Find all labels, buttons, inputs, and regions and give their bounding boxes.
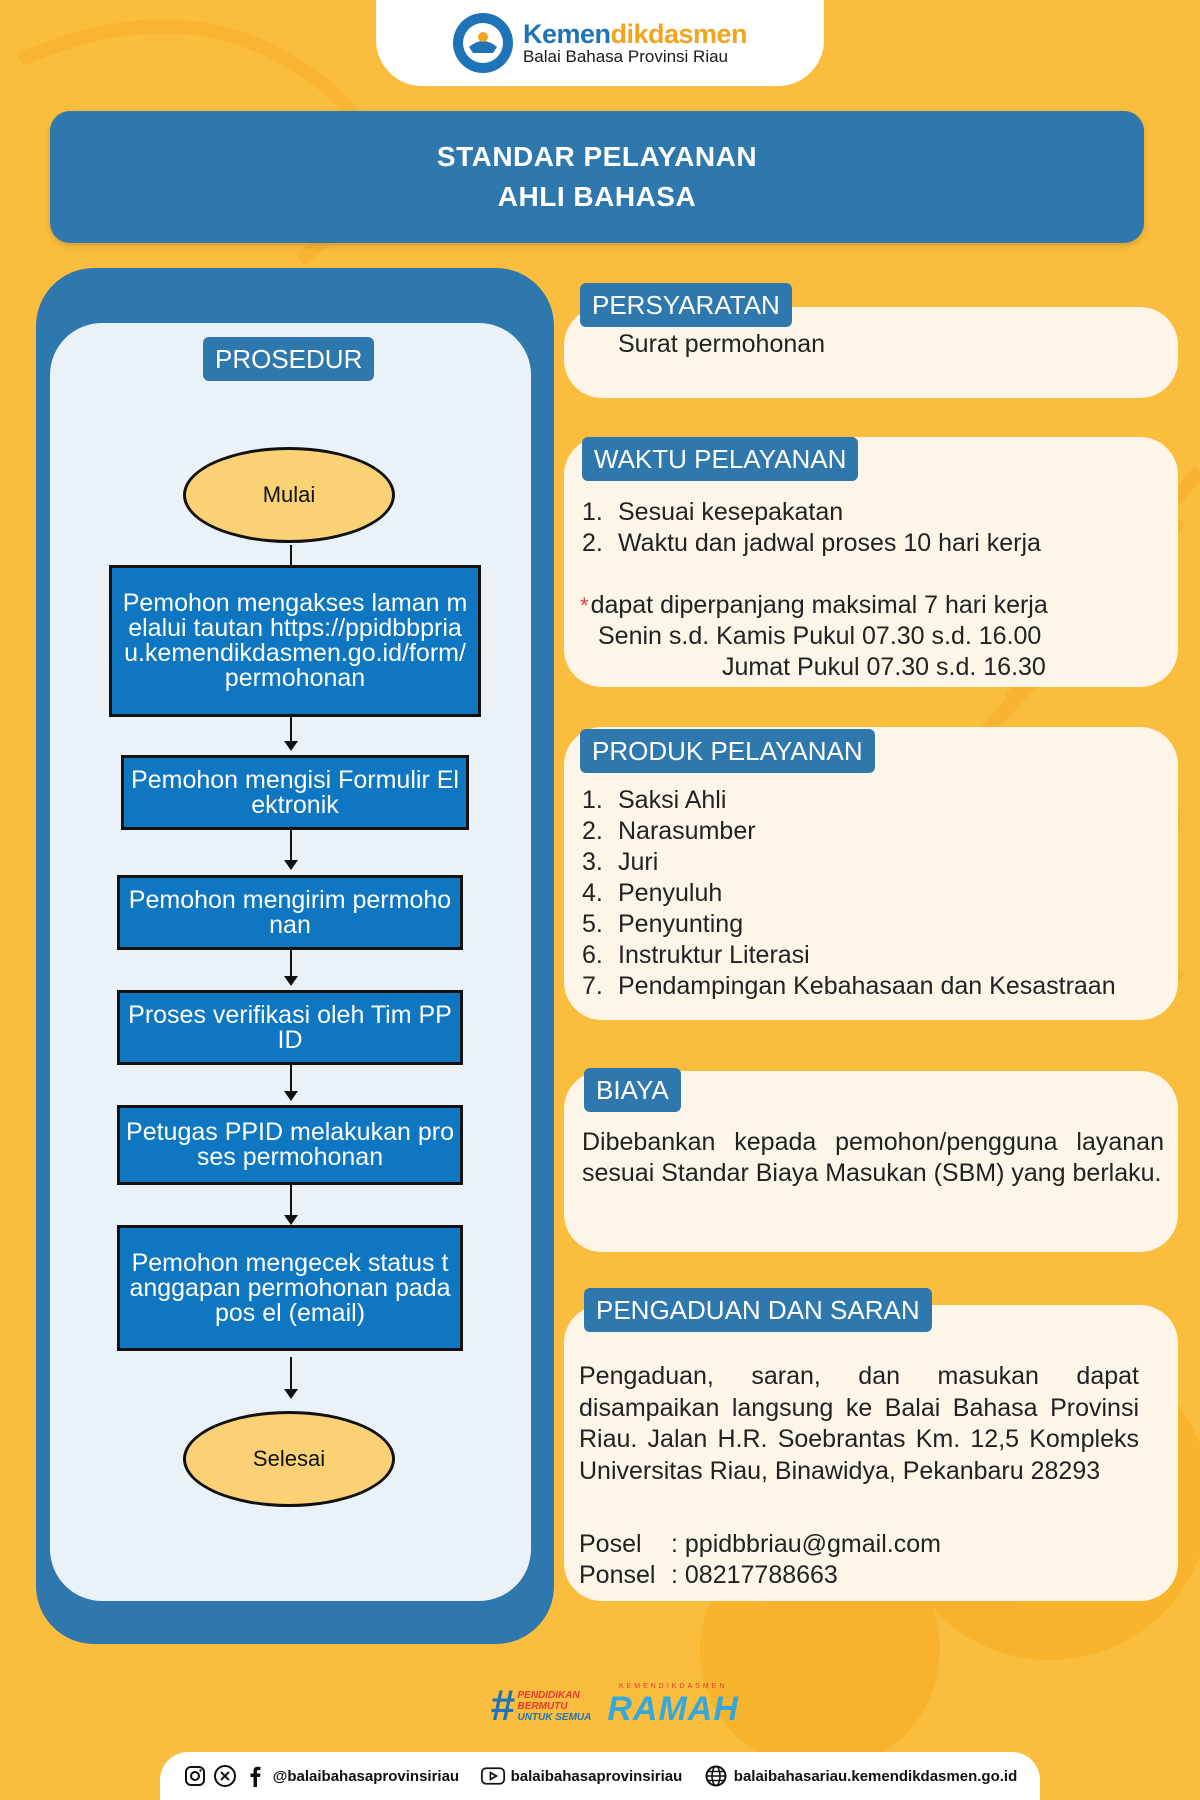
complaints-card: Pengaduan, saran, dan masukan dapat disa…: [564, 1305, 1178, 1601]
requirements-label: PERSYARATAN: [580, 283, 792, 327]
page-title-line-2: AHLI BAHASA: [497, 181, 697, 212]
flow-step-5: Petugas PPID melakukan proses permohonan: [117, 1105, 463, 1185]
hashtag-logo: # PENDIDIKAN BERMUTU UNTUK SEMUA: [490, 1681, 592, 1730]
flow-arrow-6: [284, 1185, 298, 1225]
products-label: PRODUK PELAYANAN: [580, 729, 875, 773]
posel-value: : ppidbbriau@gmail.com: [671, 1530, 941, 1558]
flow-step-3: Pemohon mengirim permohonan: [117, 875, 463, 950]
footer-logos: # PENDIDIKAN BERMUTU UNTUK SEMUA KEMENDI…: [490, 1683, 739, 1729]
youtube-icon: [480, 1764, 505, 1788]
flow-step-1: Pemohon mengakses laman melalui tautan h…: [109, 565, 481, 717]
list-item: 3.Juri: [582, 848, 659, 876]
products-card: 1.Saksi Ahli 2.Narasumber 3.Juri 4.Penyu…: [564, 727, 1178, 1020]
products-list: 1.Saksi Ahli 2.Narasumber 3.Juri 4.Penyu…: [582, 785, 1116, 1002]
flow-arrow-5: [284, 1065, 298, 1101]
website-link[interactable]: balaibahasariau.kemendikdasmen.go.id: [704, 1764, 1017, 1788]
cost-label: BIAYA: [584, 1068, 681, 1112]
flow-arrow-3: [284, 830, 298, 870]
service-time-note: *dapat diperpanjang maksimal 7 hari kerj…: [580, 591, 1048, 681]
list-item: 6.Instruktur Literasi: [582, 941, 810, 969]
requirements-text: Surat permohonan: [618, 330, 826, 358]
complaints-label: PENGADUAN DAN SARAN: [584, 1288, 932, 1332]
flow-arrow-2: [284, 717, 298, 751]
complaints-contacts: Posel : ppidbbriau@gmail.com Ponsel : 0821…: [579, 1529, 941, 1591]
posel-label: Posel: [579, 1530, 642, 1558]
hashtag-icon: #: [490, 1681, 515, 1730]
flow-step-2: Pemohon mengisi Formulir Elektronik: [121, 755, 469, 830]
procedure-label: PROSEDUR: [203, 337, 375, 381]
cost-text: Dibebankan kepada pemohon/pengguna layan…: [582, 1128, 1164, 1187]
schedule-weekdays: Senin s.d. Kamis Pukul 07.30 s.d. 16.00: [598, 622, 1042, 650]
brand-subtitle: Balai Bahasa Provinsi Riau: [522, 47, 729, 67]
footer-social-bar: @balaibahasaprovinsiriau balaibahasaprov…: [160, 1752, 1040, 1800]
complaints-text: Pengaduan, saran, dan masukan dapat disa…: [579, 1362, 1139, 1485]
list-item: 1.Saksi Ahli: [582, 786, 727, 814]
title-banner: STANDAR PELAYANAN AHLI BAHASA: [50, 111, 1144, 243]
service-time-label: WAKTU PELAYANAN: [582, 437, 859, 481]
brand-name: Kemendikdasmen: [522, 18, 748, 49]
procedure-panel: PROSEDUR Mulai Pemohon mengakses laman m…: [50, 323, 531, 1601]
x-icon: [213, 1764, 237, 1788]
flow-start-node: Mulai: [183, 447, 395, 543]
ponsel-value: : 08217788663: [671, 1561, 838, 1589]
flow-arrow-7: [284, 1357, 298, 1399]
flow-step-4: Proses verifikasi oleh Tim PPID: [117, 990, 463, 1065]
page-title-line-1: STANDAR PELAYANAN: [436, 141, 758, 172]
flow-step-6: Pemohon mengecek status tanggapan permoh…: [117, 1225, 463, 1351]
schedule-friday: Jumat Pukul 07.30 s.d. 16.30: [722, 653, 1046, 681]
facebook-icon: [243, 1764, 267, 1788]
globe-icon: [704, 1764, 728, 1788]
header-logo-card: Kemendikdasmen Balai Bahasa Provinsi Ria…: [376, 0, 824, 86]
kemendikdasmen-emblem-icon: [452, 13, 513, 73]
ponsel-label: Ponsel: [579, 1561, 656, 1589]
list-item: 2.Narasumber: [582, 817, 756, 845]
flow-end-node: Selesai: [183, 1411, 395, 1507]
flow-arrow-4: [284, 950, 298, 986]
note-asterisk: *: [580, 593, 589, 618]
youtube-link[interactable]: balaibahasaprovinsiriau: [480, 1764, 682, 1788]
instagram-icon: [183, 1764, 207, 1788]
list-item: 4.Penyuluh: [582, 879, 723, 907]
list-item: 7.Pendampingan Kebahasaan dan Kesastraan: [582, 972, 1116, 1000]
service-time-list: 1.Sesuai kesepakatan 2.Waktu dan jadwal …: [582, 498, 1041, 557]
ramah-logo: KEMENDIKDASMEN RAMAH: [607, 1683, 739, 1728]
social-handle-link[interactable]: @balaibahasaprovinsiriau: [183, 1764, 459, 1788]
list-item: 5.Penyunting: [582, 910, 744, 938]
